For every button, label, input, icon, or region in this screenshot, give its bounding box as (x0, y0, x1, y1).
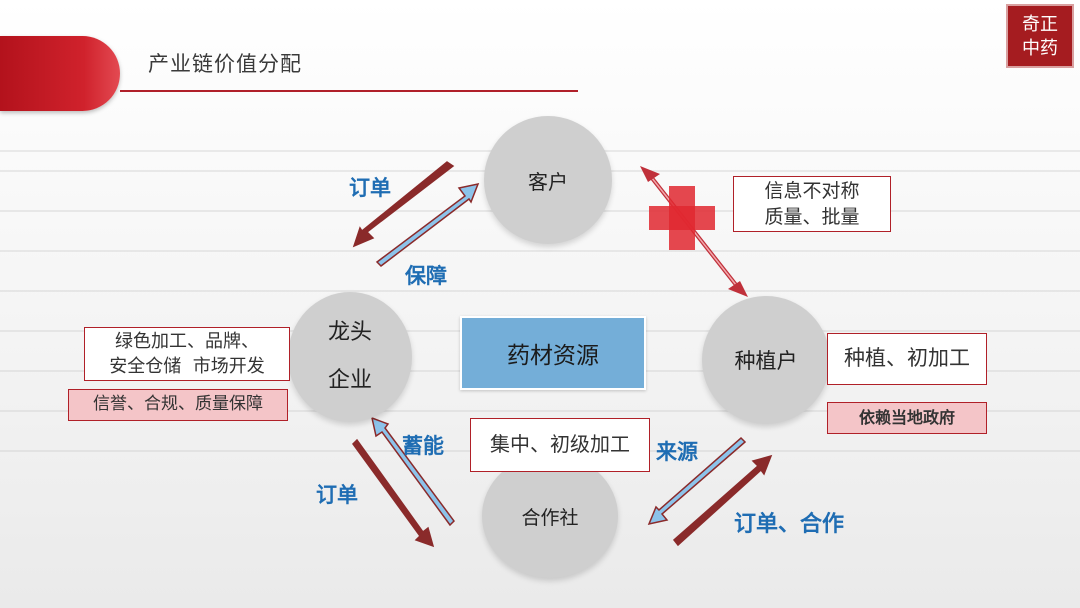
node-cooperative: 合作社 (482, 454, 618, 578)
label-order-top: 订单 (349, 176, 391, 200)
label-source: 来源 (656, 440, 698, 464)
arrow-kehu-to-longtou (352, 161, 455, 248)
header-accent-tab (0, 36, 120, 111)
arrow-zhongzhihu-to-hezuoshe (647, 436, 747, 526)
reputation-compliance-box: 信誉、合规、质量保障 (68, 389, 288, 421)
arrow-longtou-to-kehu (375, 182, 480, 267)
label-reserve: 蓄能 (402, 434, 444, 458)
logo-line2: 中药 (1022, 38, 1058, 59)
world-map-texture (0, 410, 1080, 412)
info-asymmetry-line2: 质量、批量 (764, 206, 860, 228)
label-order-cooperation: 订单、合作 (734, 512, 845, 537)
enterprise-capability-line2: 安全仓储 市场开发 (109, 356, 265, 377)
arrow-longtou-to-hezuoshe (352, 438, 435, 548)
info-asymmetry-line1: 信息不对称 (764, 180, 860, 202)
title-underline (120, 90, 578, 92)
enterprise-capability-line1: 绿色加工、品牌、 (115, 331, 259, 352)
government-dependency-box: 依赖当地政府 (827, 402, 987, 434)
node-leading-enterprise: 龙头 企业 (288, 292, 412, 422)
node-grower: 种植户 (702, 296, 830, 424)
planting-processing-box: 种植、初加工 (827, 333, 987, 385)
world-map-texture (0, 290, 1080, 292)
label-order-bottom: 订单 (316, 483, 358, 507)
label-guarantee: 保障 (405, 264, 447, 288)
brand-logo: 奇正 中药 (1006, 4, 1074, 68)
node-customer: 客户 (484, 116, 612, 244)
blocked-cross-icon (649, 186, 715, 250)
world-map-texture (0, 250, 1080, 252)
node-leading-enterprise-line1: 龙头 (327, 320, 372, 345)
node-leading-enterprise-line2: 企业 (327, 368, 372, 393)
info-asymmetry-box: 信息不对称 质量、批量 (733, 176, 891, 232)
page-title: 产业链价值分配 (148, 52, 302, 76)
logo-line1: 奇正 (1022, 14, 1058, 35)
enterprise-capability-box: 绿色加工、品牌、 安全仓储 市场开发 (84, 327, 290, 381)
center-resource-box: 药材资源 (460, 316, 646, 390)
arrow-hezuoshe-to-longtou (370, 416, 455, 527)
centralized-processing-box: 集中、初级加工 (470, 418, 650, 472)
arrow-hezuoshe-to-zhongzhihu (672, 454, 773, 547)
